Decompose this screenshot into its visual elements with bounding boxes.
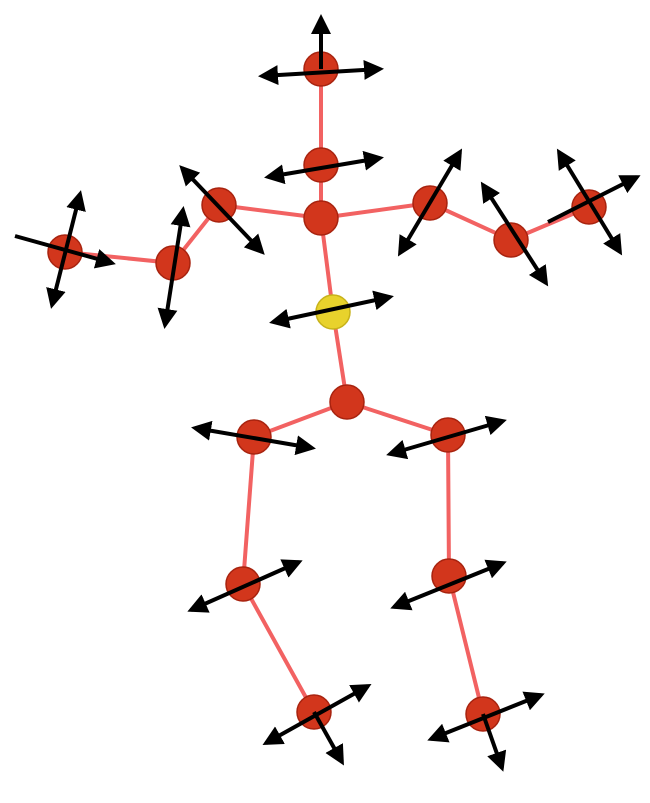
- axis-arrow-head-top-0: [258, 59, 384, 86]
- axis-arrow-left-hip-0: [191, 420, 316, 456]
- bone-left-hip-to-left-knee: [241, 435, 256, 586]
- joint-pelvis: [329, 384, 365, 420]
- bone-left-knee-to-left-foot: [241, 582, 316, 714]
- axis-arrow-neck-upper-0: [264, 150, 384, 185]
- joint-left-knee: [225, 566, 261, 602]
- axis-arrow-right-hip-0: [386, 415, 507, 460]
- axis-arrow-left-elbow-2: [157, 206, 191, 329]
- axis-arrow-left-shoulder-0: [179, 165, 265, 255]
- axis-arrow-right-foot-1: [481, 713, 507, 772]
- axis-arrow-right-shoulder-0: [397, 148, 463, 257]
- joints-layer: [47, 51, 607, 732]
- axes-layer: [14, 14, 641, 772]
- bone-right-hip-to-right-knee: [446, 433, 451, 578]
- axis-arrow-right-knee-0: [390, 559, 507, 611]
- bone-right-knee-to-right-foot: [447, 574, 485, 716]
- axis-arrow-right-elbow-0: [480, 181, 549, 287]
- axis-arrow-left-elbow-1: [46, 190, 86, 309]
- joint-spine-top: [303, 200, 339, 236]
- axis-arrow-root-spine-0: [269, 290, 394, 329]
- axis-arrow-left-knee-0: [187, 559, 303, 613]
- axis-arrow-right-hand-1: [547, 175, 641, 224]
- axis-arrow-left-foot-1: [312, 711, 344, 766]
